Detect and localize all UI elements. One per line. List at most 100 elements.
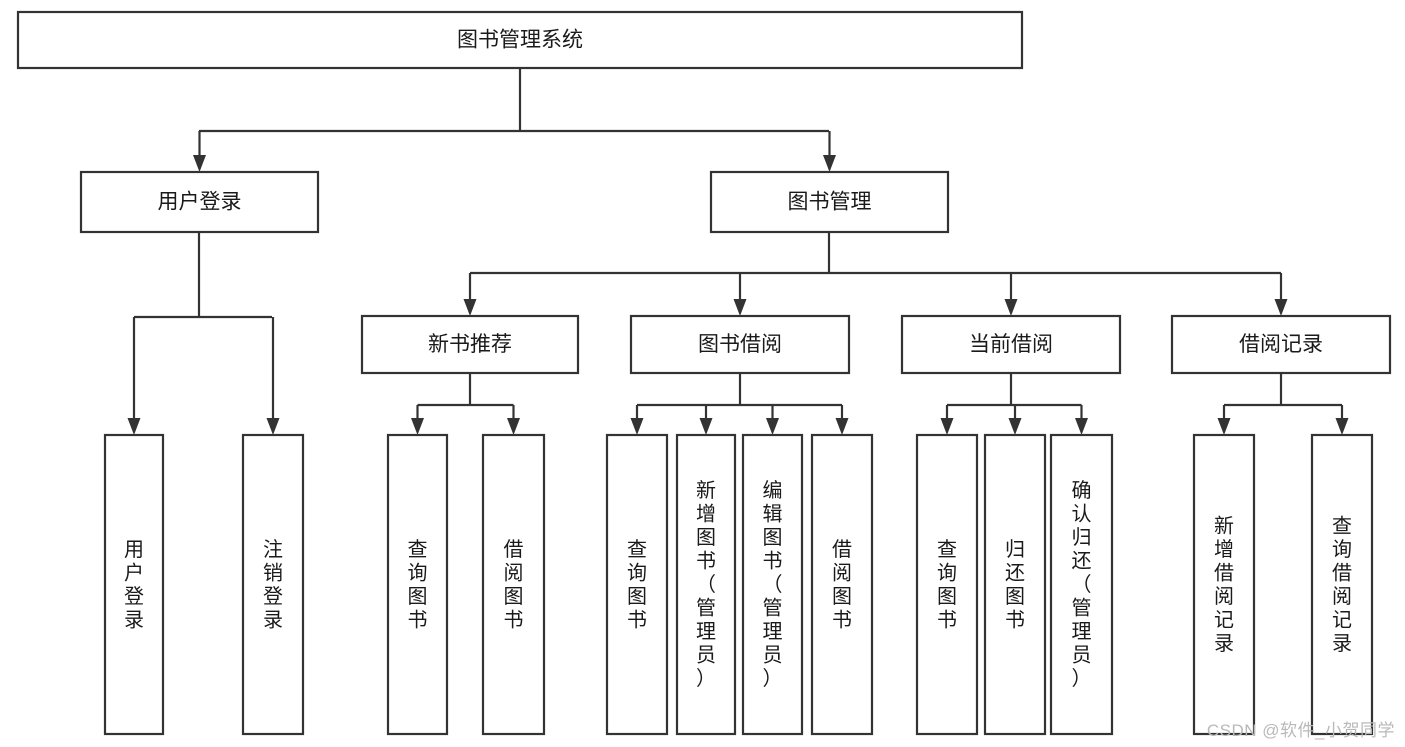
svg-text:书: 书 xyxy=(627,608,647,631)
node-box-borrow-book-2[interactable] xyxy=(810,433,874,736)
svg-text:认: 认 xyxy=(1072,503,1092,526)
leaf-edit-book-arrow-icon xyxy=(766,418,779,435)
svg-text:借: 借 xyxy=(504,538,524,561)
svg-text:图: 图 xyxy=(696,527,716,549)
svg-text:查: 查 xyxy=(627,538,647,561)
node-box-root[interactable] xyxy=(16,10,1024,70)
svg-text:理: 理 xyxy=(1072,621,1092,643)
csdn-watermark: CSDN @软件_小贺同学 xyxy=(1206,721,1395,740)
node-box-query-book-3[interactable] xyxy=(915,433,979,736)
level3-borrow-records-arrow-icon xyxy=(1274,299,1288,316)
level3-new-book-recommend-arrow-icon xyxy=(463,299,477,316)
svg-text:录: 录 xyxy=(124,609,144,631)
svg-text:询: 询 xyxy=(627,561,647,584)
node-box-book-management[interactable] xyxy=(709,170,950,234)
svg-text:（: （ xyxy=(1072,573,1092,596)
leaf-add-book-arrow-icon xyxy=(699,418,713,435)
node-box-query-borrow-record[interactable] xyxy=(1310,433,1374,736)
svg-text:）: ） xyxy=(763,667,783,690)
svg-text:记: 记 xyxy=(1214,608,1234,631)
svg-text:登: 登 xyxy=(263,585,283,608)
level3-book-borrow-arrow-icon xyxy=(733,299,747,316)
svg-text:理: 理 xyxy=(696,621,716,643)
svg-text:查: 查 xyxy=(1332,514,1352,537)
node-box-borrow-book-1[interactable] xyxy=(481,433,546,736)
svg-text:图: 图 xyxy=(763,527,783,549)
level2-book-management-arrow-icon xyxy=(823,155,836,172)
node-box-query-book-1[interactable] xyxy=(386,433,449,736)
node-box-new-book-recommend[interactable] xyxy=(360,314,580,375)
leaf-borrow-book-1-arrow-icon xyxy=(507,418,520,435)
svg-text:）: ） xyxy=(1072,667,1092,690)
svg-text:查: 查 xyxy=(937,538,957,561)
svg-text:图: 图 xyxy=(408,586,428,608)
svg-text:图: 图 xyxy=(937,586,957,608)
svg-text:记: 记 xyxy=(1332,608,1352,631)
node-label-borrow-records: 借阅记录 xyxy=(1239,333,1323,356)
svg-text:查: 查 xyxy=(408,538,428,561)
node-box-book-borrow[interactable] xyxy=(629,314,851,375)
svg-text:新: 新 xyxy=(696,479,716,502)
leaf-user-login-do-arrow-icon xyxy=(127,418,141,435)
node-layer: 图书管理系统用户登录图书管理用户登录注销登录新书推荐查询图书借阅图书图书借阅查询… xyxy=(16,10,1392,736)
svg-text:书: 书 xyxy=(763,550,783,573)
svg-text:用: 用 xyxy=(124,539,144,561)
node-box-query-book-2[interactable] xyxy=(605,433,669,736)
leaf-user-logout-arrow-icon xyxy=(266,418,280,435)
svg-text:还: 还 xyxy=(1072,550,1092,573)
node-label-book-management: 图书管理 xyxy=(788,191,872,214)
svg-text:管: 管 xyxy=(696,597,716,620)
node-box-user-login-do[interactable] xyxy=(103,433,165,736)
node-box-edit-book[interactable] xyxy=(741,433,804,736)
svg-text:员: 员 xyxy=(1072,645,1092,667)
svg-text:书: 书 xyxy=(408,608,428,631)
svg-text:借: 借 xyxy=(1332,561,1352,584)
svg-text:新: 新 xyxy=(1214,514,1234,537)
node-label-book-borrow: 图书借阅 xyxy=(698,333,782,356)
svg-text:员: 员 xyxy=(763,645,783,667)
svg-text:图: 图 xyxy=(1005,586,1025,608)
node-box-confirm-return[interactable] xyxy=(1049,433,1114,736)
node-label-root: 图书管理系统 xyxy=(457,29,583,52)
svg-text:图: 图 xyxy=(627,586,647,608)
leaf-query-borrow-record-arrow-icon xyxy=(1335,418,1349,435)
leaf-confirm-return-arrow-icon xyxy=(1075,418,1088,435)
node-box-add-borrow-record[interactable] xyxy=(1192,433,1256,736)
svg-text:（: （ xyxy=(763,573,783,596)
node-box-return-book[interactable] xyxy=(983,433,1047,736)
node-box-user-logout[interactable] xyxy=(241,433,305,736)
svg-text:询: 询 xyxy=(408,561,428,584)
node-label-new-book-recommend: 新书推荐 xyxy=(428,333,512,356)
svg-text:借: 借 xyxy=(1214,561,1234,584)
svg-text:归: 归 xyxy=(1005,538,1025,561)
svg-text:录: 录 xyxy=(1214,633,1234,655)
svg-text:理: 理 xyxy=(763,621,783,643)
node-label-user-login-do: 用户登录 xyxy=(124,539,144,632)
svg-text:书: 书 xyxy=(504,608,524,631)
svg-text:）: ） xyxy=(696,667,716,690)
svg-text:阅: 阅 xyxy=(504,561,524,584)
svg-text:图: 图 xyxy=(504,586,524,608)
node-box-borrow-records[interactable] xyxy=(1170,314,1392,375)
svg-text:销: 销 xyxy=(263,561,283,584)
svg-text:管: 管 xyxy=(1072,597,1092,620)
level3-current-borrow-arrow-icon xyxy=(1004,299,1018,316)
node-box-user-login[interactable] xyxy=(79,170,320,234)
svg-text:阅: 阅 xyxy=(1332,585,1352,608)
svg-text:询: 询 xyxy=(937,561,957,584)
leaf-add-borrow-record-arrow-icon xyxy=(1217,418,1231,435)
leaf-query-book-1-arrow-icon xyxy=(411,418,424,435)
svg-text:注: 注 xyxy=(263,538,283,561)
node-box-add-book[interactable] xyxy=(675,433,737,736)
svg-text:还: 还 xyxy=(1005,561,1025,584)
node-box-current-borrow[interactable] xyxy=(900,314,1122,375)
svg-text:阅: 阅 xyxy=(832,561,852,584)
